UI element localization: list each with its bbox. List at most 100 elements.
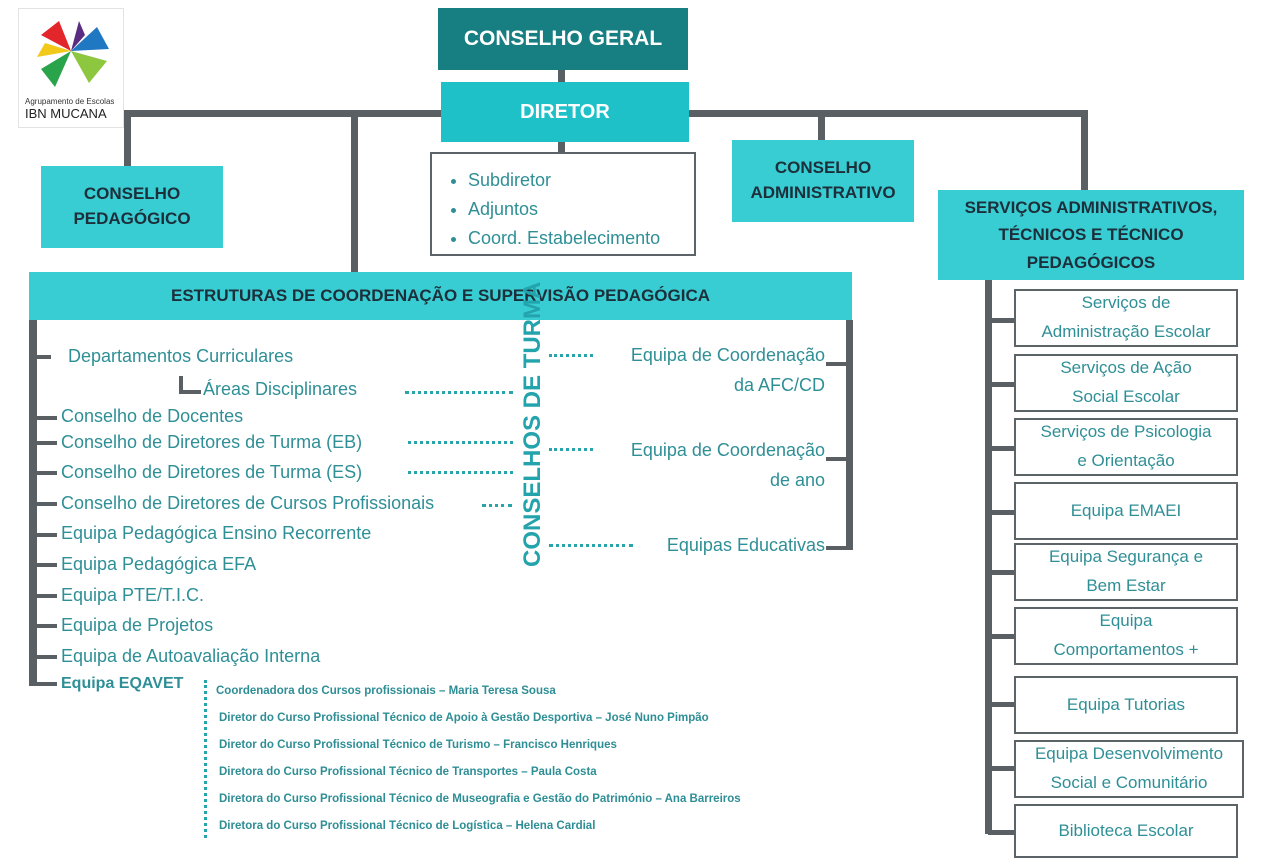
eqavet-dotted-connector	[204, 680, 207, 838]
tick	[33, 355, 51, 359]
tick	[988, 766, 1015, 771]
structure-item: Equipa de Autoavaliação Interna	[61, 646, 321, 666]
conselho-administrativo-line: ADMINISTRATIVO	[750, 183, 896, 202]
service-line: Social Escolar	[1072, 387, 1180, 406]
service-line: Comportamentos +	[1053, 640, 1199, 659]
dotted-connector	[408, 441, 513, 444]
tick	[988, 318, 1015, 323]
service-line: Equipa Desenvolvimento	[1034, 744, 1224, 764]
tick	[33, 471, 57, 475]
service-line: Equipa EMAEI	[1070, 500, 1182, 520]
conselhos-de-turma-label: CONSELHOS DE TURMA	[518, 282, 548, 567]
estruturas-header: ESTRUTURAS DE COORDENAÇÃO E SUPERVISÃO P…	[29, 272, 852, 320]
tick	[33, 682, 57, 686]
dotted-connector	[549, 354, 593, 357]
logo-subtitle: Agrupamento de Escolas	[25, 97, 115, 106]
service-box: Equipa Segurança e Bem Estar	[1014, 543, 1238, 601]
director-team-item: Subdiretor	[468, 166, 694, 195]
dotted-connector	[549, 544, 633, 547]
right-item-line: Equipa de Coordenação	[630, 345, 825, 365]
tick	[33, 533, 57, 537]
right-item-line: Equipa de Coordenação	[630, 440, 825, 460]
servicos-header: SERVIÇOS ADMINISTRATIVOS, TÉCNICOS E TÉC…	[938, 190, 1244, 280]
service-box: Equipa EMAEI	[1014, 482, 1238, 540]
conselho-pedagogico-line: PEDAGÓGICO	[73, 209, 191, 228]
logo-name: IBN MUCANA	[25, 106, 107, 121]
service-line: Equipa Segurança e	[1048, 547, 1204, 567]
tick	[33, 594, 57, 598]
school-logo: Agrupamento de Escolas IBN MUCANA	[18, 8, 124, 128]
service-box: Biblioteca Escolar	[1014, 804, 1238, 858]
dotted-connector	[408, 471, 513, 474]
conselhos-de-turma-text: CONSELHOS DE TURMA	[519, 281, 546, 567]
tick	[826, 362, 850, 366]
structure-item: Conselho de Docentes	[61, 406, 244, 426]
tick	[988, 570, 1015, 575]
tick	[988, 446, 1015, 451]
connector-pedagogico	[124, 110, 131, 168]
servicos-vertical-bar	[985, 280, 992, 834]
diretor-label: DIRETOR	[520, 100, 610, 123]
service-line: Serviços de Ação	[1060, 358, 1192, 378]
tick	[33, 416, 57, 420]
service-line: Equipa Tutorias	[1066, 694, 1186, 714]
estruturas-right-bar	[846, 320, 853, 550]
connector-servicos	[1081, 110, 1088, 192]
tick	[33, 441, 57, 445]
service-line: Serviços de	[1081, 293, 1171, 313]
tick	[988, 382, 1015, 387]
connector-estruturas	[351, 110, 358, 274]
tick	[33, 655, 57, 659]
structure-item: Conselho de Diretores de Turma (ES)	[61, 462, 363, 482]
tick	[179, 376, 183, 393]
connector-diretor-team	[558, 140, 565, 154]
structure-item: Equipa de Projetos	[61, 615, 214, 635]
service-line: Serviços de Psicologia	[1040, 422, 1212, 442]
course-director-item: Diretora do Curso Profissional Técnico d…	[219, 766, 597, 778]
course-director-item: Diretora do Curso Profissional Técnico d…	[219, 793, 741, 805]
tick	[988, 510, 1015, 515]
director-team-item: Adjuntos	[468, 195, 694, 224]
tick	[179, 390, 201, 394]
logo-star-icon	[37, 21, 109, 87]
tick	[826, 546, 850, 550]
conselho-administrativo-line: CONSELHO	[774, 158, 872, 178]
director-team-item: Coord. Estabelecimento	[468, 224, 694, 253]
connector-geral-diretor	[558, 70, 565, 84]
estruturas-title: ESTRUTURAS DE COORDENAÇÃO E SUPERVISÃO P…	[170, 285, 711, 305]
service-line: Equipa	[1099, 611, 1153, 631]
structure-item: Equipa PTE/T.I.C.	[61, 585, 205, 605]
course-director-item: Coordenadora dos Cursos profissionais – …	[216, 685, 556, 697]
conselho-pedagogico-line: CONSELHO	[83, 184, 181, 204]
tick	[988, 830, 1015, 835]
tick	[33, 624, 57, 628]
servicos-title-line: PEDAGÓGICOS	[1026, 252, 1156, 272]
right-item-line: Equipas Educativas	[666, 535, 825, 555]
right-structure-item: Equipas Educativas	[667, 531, 825, 561]
course-director-item: Diretor do Curso Profissional Técnico de…	[219, 739, 617, 751]
right-item-line: de ano	[769, 469, 825, 490]
course-director-item: Diretora do Curso Profissional Técnico d…	[219, 820, 596, 832]
service-line: Bem Estar	[1086, 576, 1166, 595]
conselho-administrativo-box: CONSELHO ADMINISTRATIVO	[732, 140, 914, 222]
tick	[33, 563, 57, 567]
connector-administrativo	[818, 110, 825, 142]
dotted-connector	[405, 391, 513, 394]
structure-item: Equipa EQAVET	[61, 675, 184, 692]
dotted-connector	[482, 504, 512, 507]
tick	[988, 634, 1015, 639]
conselho-geral-label: CONSELHO GERAL	[463, 27, 663, 50]
structure-item: Equipa Pedagógica EFA	[61, 554, 257, 574]
course-director-item: Diretor do Curso Profissional Técnico de…	[219, 712, 709, 724]
structure-item: Conselho de Diretores de Cursos Profissi…	[61, 493, 435, 513]
service-line: Social e Comunitário	[1050, 773, 1208, 792]
right-structure-item: Equipa de Coordenação de ano	[631, 436, 825, 495]
tick	[988, 702, 1015, 707]
service-box: Equipa Tutorias	[1014, 676, 1238, 734]
structure-item: Áreas Disciplinares	[203, 379, 358, 399]
